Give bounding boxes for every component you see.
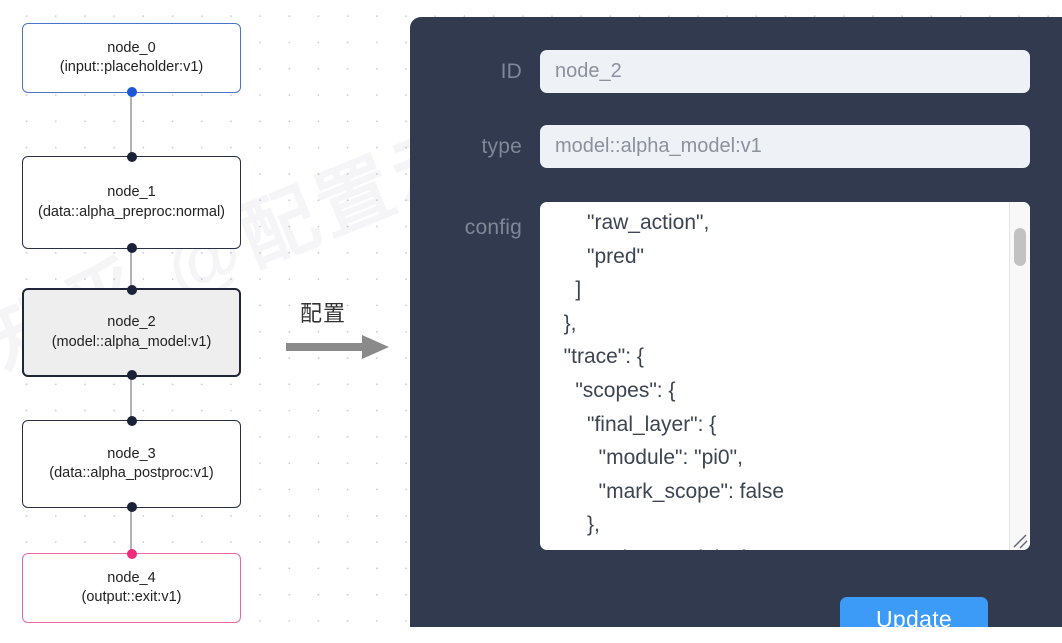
flow-node-node_0[interactable]: node_0 (input::placeholder:v1) [22,23,241,97]
handle-target-icon[interactable] [126,416,137,426]
flow-node-node_3[interactable]: node_3 (data::alpha_postproc:v1) [22,416,241,512]
update-button[interactable]: Update [840,597,988,627]
node-type-label: (data::alpha_preproc:normal) [38,203,225,220]
node-id-label: node_3 [107,445,156,462]
handle-source-icon[interactable] [126,243,137,253]
handle-target-icon[interactable] [126,549,137,559]
config-scrollbar-thumb[interactable] [1014,228,1026,266]
edge-node2-node3 [130,377,132,439]
handle-source-icon[interactable] [126,87,137,97]
node-config-panel: ID node_2 type model::alpha_model:v1 con… [410,17,1062,627]
panel-bottom-edge [410,627,1062,643]
arrow-right-icon [286,335,389,359]
node-id-label: node_1 [107,184,156,201]
handle-source-icon[interactable] [126,502,137,512]
annotation-label: 配置 [300,302,347,327]
field-row-type: type model::alpha_model:v1 [430,125,1042,168]
id-input[interactable]: node_2 [540,50,1030,93]
edge-node0-node1 [130,93,132,156]
flow-node-node_2[interactable]: node_2 (model::alpha_model:v1) [22,285,241,380]
edge-node3-node4 [130,508,132,570]
node-id-label: node_2 [107,314,156,331]
field-row-config: config "raw_action", "pred" ] }, "trace"… [430,202,1042,550]
flow-node-node_4[interactable]: node_4 (output::exit:v1) [22,549,241,623]
handle-source-icon[interactable] [126,370,137,380]
node-type-label: (model::alpha_model:v1) [51,333,212,350]
handle-target-icon[interactable] [126,285,137,295]
type-input[interactable]: model::alpha_model:v1 [540,125,1030,168]
annotation-configure: 配置 [286,296,396,362]
node-type-label: (data::alpha_postproc:v1) [49,465,214,481]
config-textarea-wrapper: "raw_action", "pred" ] }, "trace": { "sc… [540,202,1030,550]
config-field-label: config [464,216,522,239]
node-id-label: node_4 [107,569,156,586]
type-field-label: type [481,134,522,158]
id-field-label: ID [500,59,522,83]
flow-node-node_1[interactable]: node_1 (data::alpha_preproc:normal) [22,152,241,253]
config-scrollbar[interactable] [1009,202,1030,550]
edge-node1-node2 [130,249,132,311]
node-type-label: (input::placeholder:v1) [59,59,204,75]
resize-handle-icon[interactable] [1009,530,1029,550]
node-id-label: node_0 [107,39,156,56]
field-row-id: ID node_2 [430,50,1042,93]
config-textarea[interactable]: "raw_action", "pred" ] }, "trace": { "sc… [563,211,784,550]
handle-target-icon[interactable] [126,152,137,162]
node-type-label: (output::exit:v1) [81,589,182,605]
